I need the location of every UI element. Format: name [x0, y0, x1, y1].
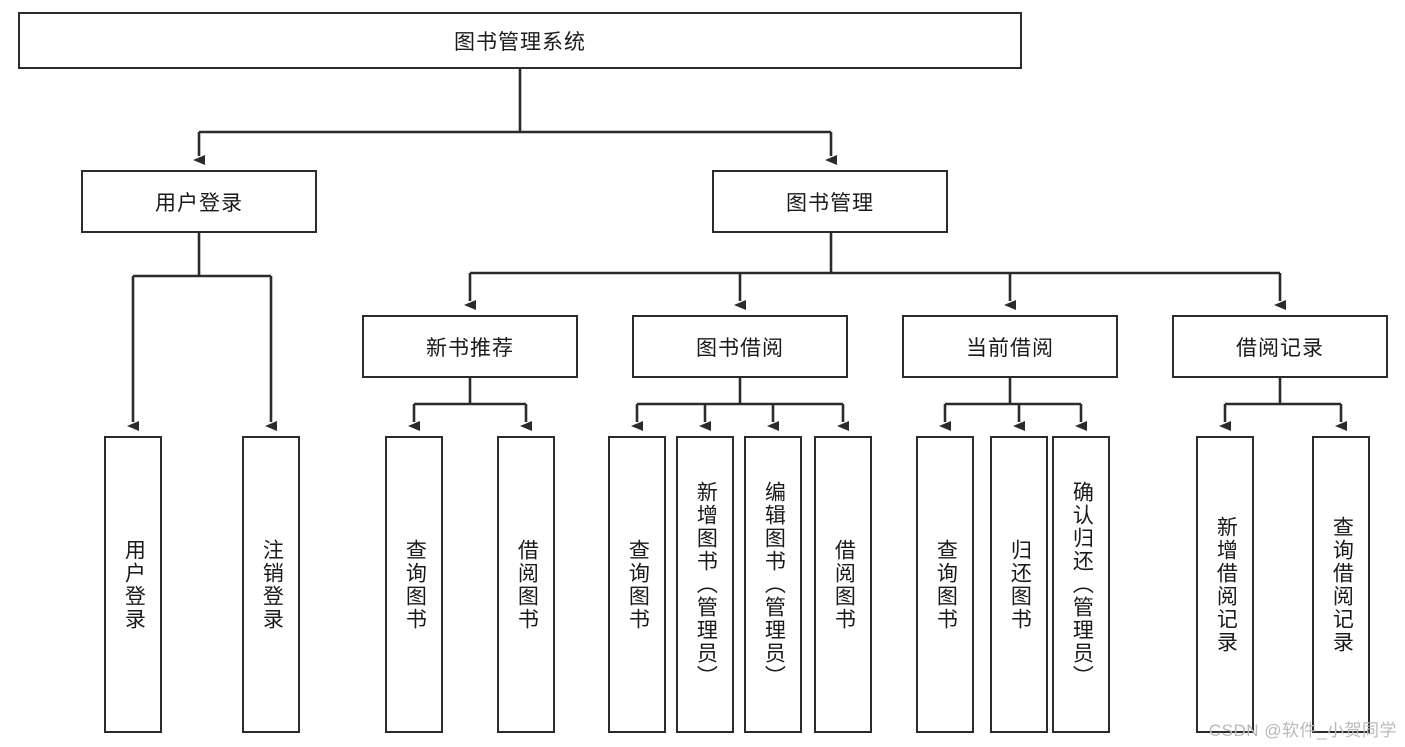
node-new-book-recommend[interactable]: 新书推荐 [362, 315, 578, 378]
leaf-borrow-book-recommend[interactable]: 借阅图书 [497, 436, 555, 733]
node-label: 图书管理 [786, 191, 874, 215]
node-label: 借阅图书 [832, 538, 856, 631]
leaf-confirm-return-admin[interactable]: 确认归还（管理员） [1052, 436, 1110, 733]
node-root[interactable]: 图书管理系统 [18, 12, 1022, 69]
leaf-logout[interactable]: 注销登录 [242, 436, 300, 733]
leaf-borrow-book[interactable]: 借阅图书 [814, 436, 872, 733]
node-label: 新增借阅记录 [1214, 515, 1238, 654]
leaf-return-book[interactable]: 归还图书 [990, 436, 1048, 733]
watermark: CSDN @软件_小贺同学 [1208, 721, 1397, 740]
leaf-query-borrow-record[interactable]: 查询借阅记录 [1312, 436, 1370, 733]
node-label: 图书管理系统 [454, 30, 586, 54]
node-label: 查询借阅记录 [1330, 515, 1354, 654]
node-book-borrow[interactable]: 图书借阅 [632, 315, 848, 378]
node-label: 图书借阅 [696, 336, 784, 360]
node-label: 注销登录 [260, 538, 284, 631]
node-label: 借阅记录 [1236, 336, 1324, 360]
node-label: 归还图书 [1008, 538, 1032, 631]
node-book-management[interactable]: 图书管理 [712, 170, 948, 233]
node-label: 新增图书（管理员） [694, 481, 718, 688]
leaf-query-book-recommend[interactable]: 查询图书 [385, 436, 443, 733]
node-label: 编辑图书（管理员） [762, 481, 786, 688]
node-borrow-record[interactable]: 借阅记录 [1172, 315, 1388, 378]
node-label: 用户登录 [155, 191, 243, 215]
leaf-query-book-current[interactable]: 查询图书 [916, 436, 974, 733]
node-label: 确认归还（管理员） [1070, 481, 1094, 688]
node-label: 查询图书 [403, 538, 427, 631]
node-label: 借阅图书 [515, 538, 539, 631]
leaf-add-book-admin[interactable]: 新增图书（管理员） [676, 436, 734, 733]
node-label: 查询图书 [626, 538, 650, 631]
node-current-borrow[interactable]: 当前借阅 [902, 315, 1118, 378]
node-user-login[interactable]: 用户登录 [81, 170, 317, 233]
node-label: 查询图书 [934, 538, 958, 631]
node-label: 新书推荐 [426, 336, 514, 360]
node-label: 当前借阅 [966, 336, 1054, 360]
leaf-edit-book-admin[interactable]: 编辑图书（管理员） [744, 436, 802, 733]
leaf-add-borrow-record[interactable]: 新增借阅记录 [1196, 436, 1254, 733]
leaf-query-book-borrow[interactable]: 查询图书 [608, 436, 666, 733]
node-label: 用户登录 [122, 538, 146, 631]
leaf-user-login[interactable]: 用户登录 [104, 436, 162, 733]
